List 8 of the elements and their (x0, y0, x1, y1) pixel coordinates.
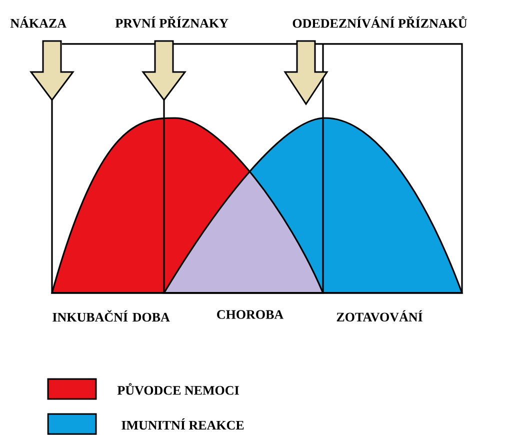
event-label: ODEDEZNÍVÁNÍ PŘÍZNAKŮ (292, 16, 468, 28)
legend-label: PŮVODCE NEMOCI (117, 383, 239, 395)
phase-label: CHOROBA (217, 310, 284, 319)
phase-label: ZOTAVOVÁNÍ (336, 310, 422, 322)
phase-label: INKUBAČNÍ DOBA (52, 310, 170, 322)
legend-label: IMUNITNÍ REAKCE (122, 418, 244, 430)
event-label: PRVNÍ PŘÍZNAKY (115, 16, 228, 28)
event-label: NÁKAZA (10, 16, 66, 28)
